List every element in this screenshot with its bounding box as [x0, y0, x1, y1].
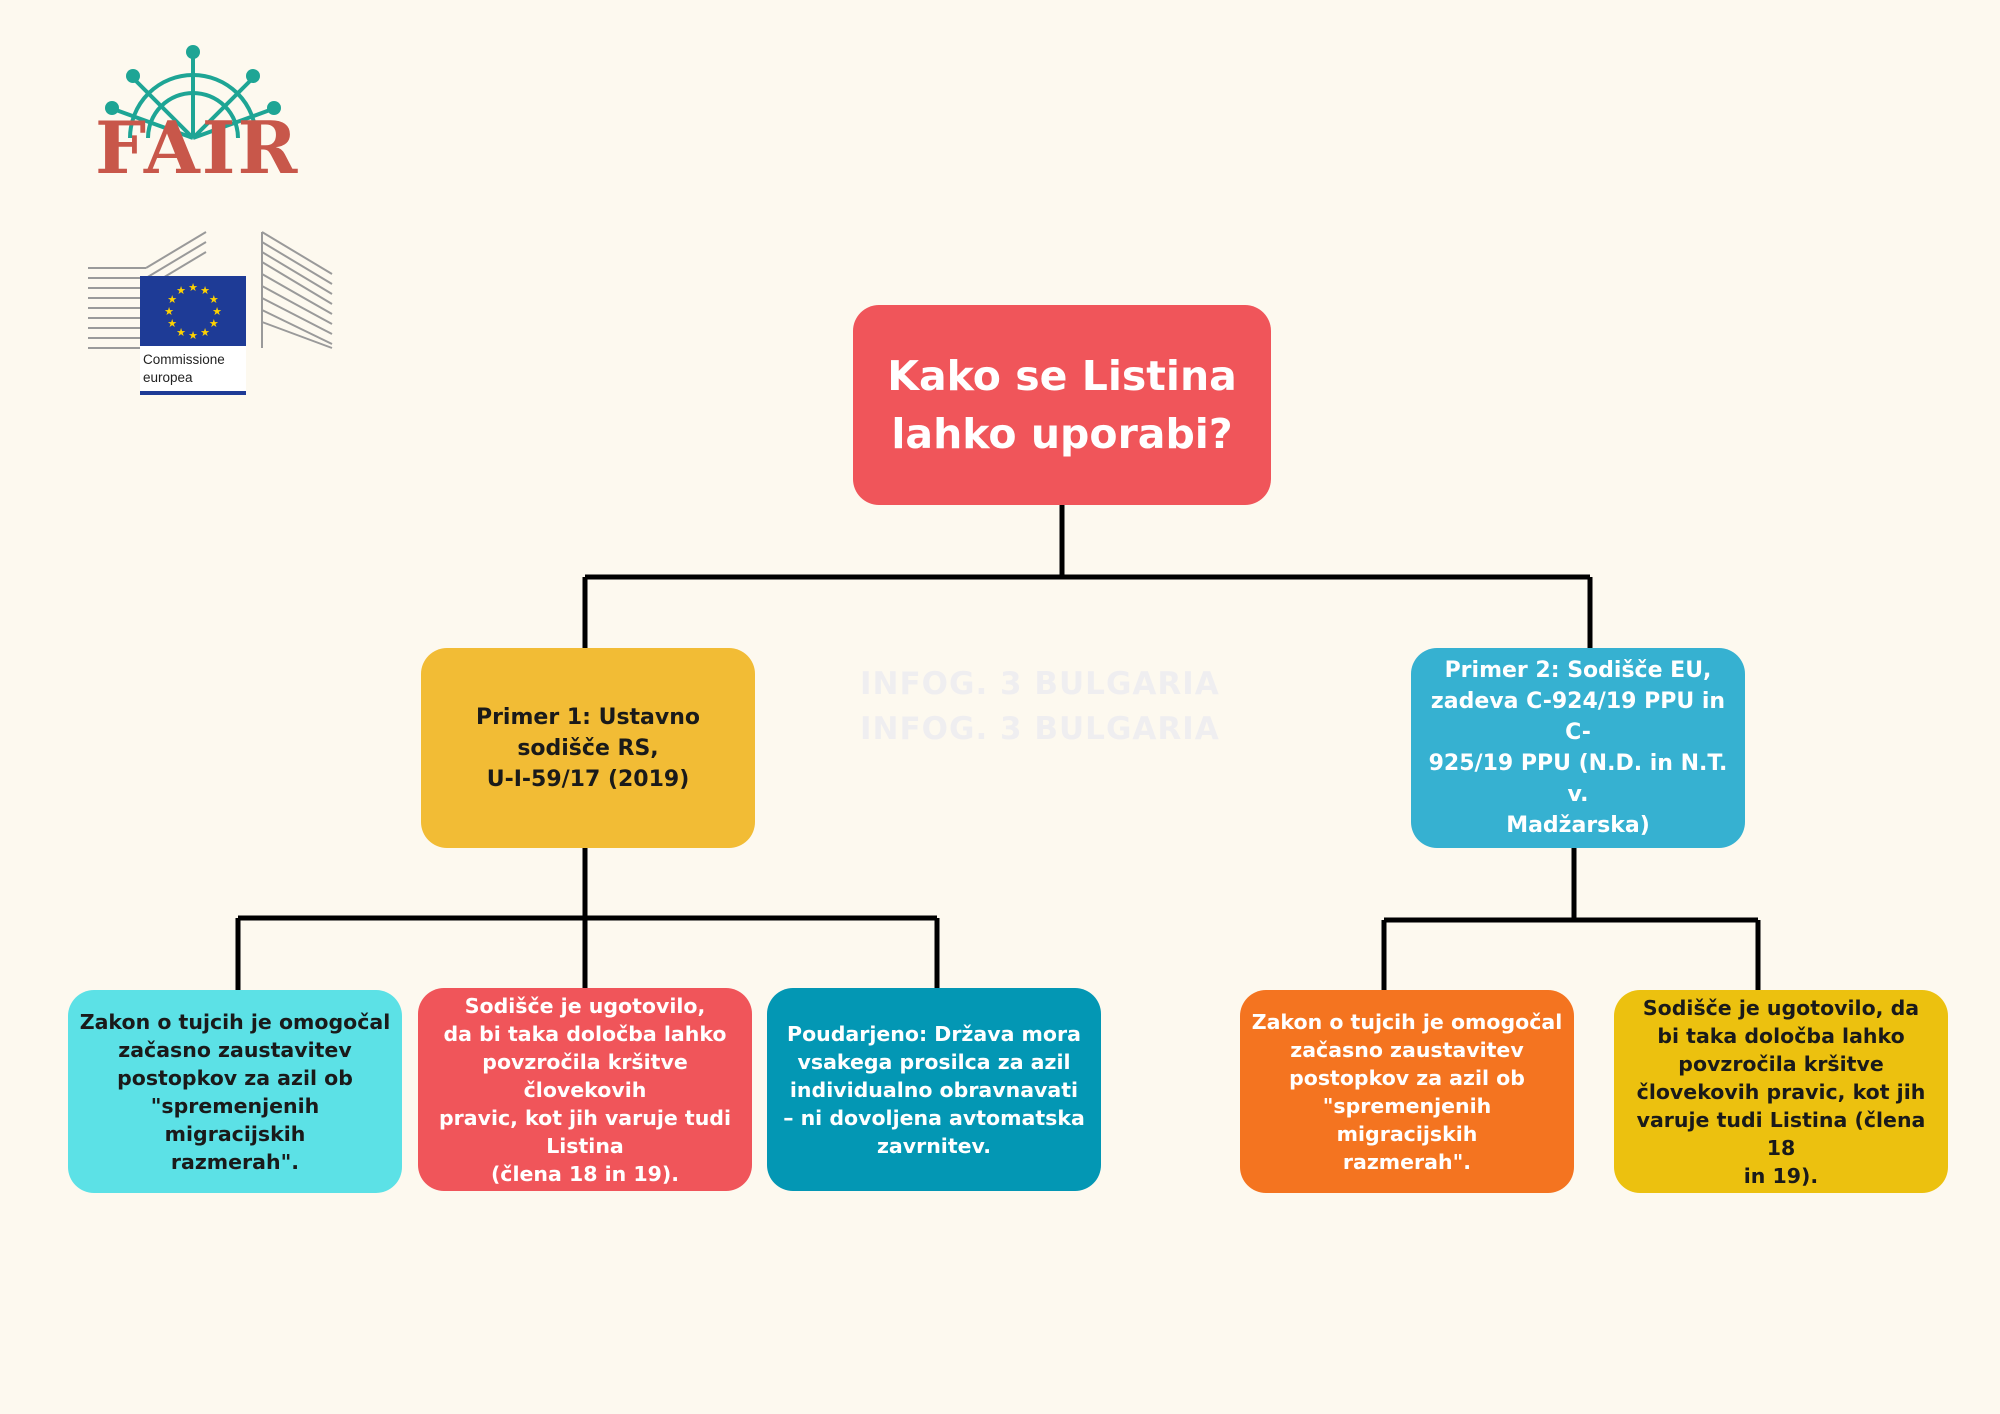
leaf-text: Zakon o tujcih je omogočal začasno zaust…: [1251, 1009, 1563, 1174]
leaf-text: Sodišče je ugotovilo, da bi taka določba…: [1636, 995, 1926, 1188]
connector-primer2-to-leaves: [1381, 848, 1761, 990]
ec-logo-label: Commissione europea: [143, 352, 225, 385]
primer1-leaf-1: Zakon o tujcih je omogočal začasno zaust…: [68, 990, 402, 1193]
eu-star-icon: ★: [209, 317, 219, 330]
primer1-node: Primer 1: Ustavno sodišče RS, U-I-59/17 …: [421, 648, 755, 848]
eu-star-icon: ★: [176, 326, 186, 339]
fair-ship-wheel-icon: [105, 45, 281, 140]
eu-star-icon: ★: [167, 293, 177, 306]
root-title: Kako se Listina lahko uporabi?: [887, 352, 1237, 458]
primer2-text: Primer 2: Sodišče EU, zadeva C-924/19 PP…: [1428, 658, 1728, 838]
leaf-text: Zakon o tujcih je omogočal začasno zaust…: [79, 1009, 391, 1174]
primer2-leaf-1: Zakon o tujcih je omogočal začasno zaust…: [1240, 990, 1574, 1193]
eu-star-icon: ★: [212, 305, 222, 318]
eu-star-icon: ★: [200, 326, 210, 339]
root-node: Kako se Listina lahko uporabi?: [853, 305, 1271, 505]
eu-star-icon: ★: [164, 305, 174, 318]
leaf-text: Sodišče je ugotovilo, da bi taka določba…: [438, 993, 732, 1186]
primer1-text: Primer 1: Ustavno sodišče RS, U-I-59/17 …: [475, 704, 701, 792]
eu-star-icon: ★: [200, 284, 210, 297]
fair-logo-text: FAIR: [95, 105, 300, 190]
primer1-leaf-2: Sodišče je ugotovilo, da bi taka določba…: [418, 988, 752, 1191]
primer1-leaf-3: Poudarjeno: Država mora vsakega prosilca…: [767, 988, 1101, 1191]
connector-root-to-primers: [582, 505, 1593, 648]
eu-star-icon: ★: [209, 293, 219, 306]
european-commission-logo: ★★★★★★★★★★★★: [88, 231, 333, 395]
connector-primer1-to-leaves: [235, 848, 940, 990]
primer2-leaf-2: Sodišče je ugotovilo, da bi taka določba…: [1614, 990, 1948, 1193]
watermark-text: INFOG. 3 BULGARIA INFOG. 3 BULGARIA: [860, 666, 1220, 747]
eu-star-icon: ★: [188, 329, 198, 342]
primer2-node: Primer 2: Sodišče EU, zadeva C-924/19 PP…: [1411, 648, 1745, 848]
eu-star-icon: ★: [176, 284, 186, 297]
leaf-text: Poudarjeno: Država mora vsakega prosilca…: [783, 1021, 1085, 1158]
eu-star-icon: ★: [167, 317, 177, 330]
eu-star-icon: ★: [188, 281, 198, 294]
